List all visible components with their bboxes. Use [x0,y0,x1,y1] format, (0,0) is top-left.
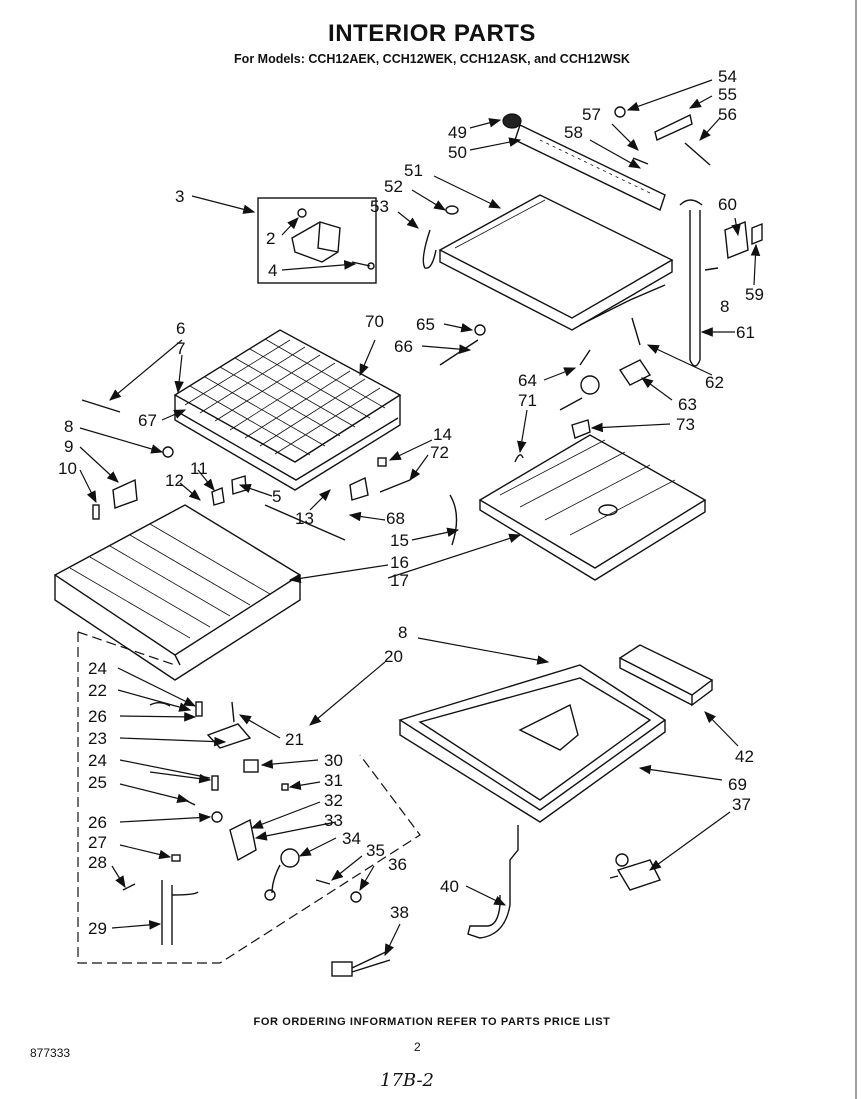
water-valve [609,853,661,891]
page-title: INTERIOR PARTS [328,20,536,47]
callout-11: 11 [190,459,208,478]
callout-56: 56 [718,105,737,124]
callout-8-left: 8 [64,417,73,436]
page-number: 2 [414,1040,421,1054]
control-box-outline [77,631,421,964]
callout-63: 63 [678,395,697,414]
callout-72: 72 [430,443,449,462]
callout-40: 40 [440,877,459,896]
callout-57: 57 [582,105,601,124]
callout-14: 14 [433,425,452,444]
callout-53: 53 [370,197,389,216]
callout-10: 10 [58,459,77,478]
callout-64: 64 [518,371,537,390]
callout-12: 12 [165,471,184,490]
callout-52: 52 [384,177,403,196]
callout-31: 31 [324,771,343,790]
callout-71: 71 [518,391,537,410]
callout-3: 3 [175,187,184,206]
callout-36: 36 [388,855,407,874]
leader-lines [79,79,761,957]
ice-grid [173,329,402,491]
callout-38: 38 [390,903,409,922]
drip-tray [478,434,707,581]
callout-50: 50 [448,143,467,162]
callout-35: 35 [366,841,385,860]
water-basin [398,664,667,823]
callout-25: 25 [88,773,107,792]
callout-9: 9 [64,437,73,456]
callout-32: 32 [324,791,343,810]
callout-5: 5 [272,487,281,506]
callout-62: 62 [705,373,724,392]
callout-28: 28 [88,853,107,872]
ordering-note: FOR ORDERING INFORMATION REFER TO PARTS … [253,1016,611,1028]
callout-73: 73 [676,415,695,434]
callout-68: 68 [386,509,405,528]
callout-51: 51 [404,161,423,180]
callout-29: 29 [88,919,107,938]
callout-67: 67 [138,411,157,430]
callout-58: 58 [564,123,583,142]
document-number: 877333 [30,1046,71,1060]
handwritten-note: 17B-2 [380,1070,434,1091]
callout-16: 16 [390,553,409,572]
callout-8-bottom: 8 [398,623,407,642]
callout-8-right: 8 [720,297,729,316]
callout-13: 13 [295,509,314,528]
callout-27: 27 [88,833,107,852]
upper-right-parts [422,106,719,463]
callout-55: 55 [718,85,737,104]
callout-60: 60 [718,195,737,214]
callout-70: 70 [365,312,384,331]
callout-49: 49 [448,123,467,142]
callout-66: 66 [394,337,413,356]
callout-23: 23 [88,729,107,748]
callout-6: 6 [176,319,185,338]
callout-21: 21 [285,730,304,749]
callout-17: 17 [390,571,409,590]
callout-24-bottom: 24 [88,751,107,770]
water-hose [679,199,763,367]
bracket-assembly-group [257,197,377,284]
drain-hose [467,825,519,939]
callout-33: 33 [324,811,343,830]
callout-69: 69 [728,775,747,794]
callout-65: 65 [416,315,435,334]
model-list: For Models: CCH12AEK, CCH12WEK, CCH12ASK… [234,52,630,66]
callout-26-top: 26 [88,707,107,726]
callout-22: 22 [88,681,107,700]
callout-24-top: 24 [88,659,107,678]
callout-20: 20 [384,647,403,666]
callout-37: 37 [732,795,751,814]
callout-54: 54 [718,67,737,86]
callout-42: 42 [735,747,754,766]
callout-4: 4 [268,261,277,280]
callout-15: 15 [390,531,409,550]
callout-34: 34 [342,829,361,848]
callout-2: 2 [266,229,275,248]
auger-bar [502,113,666,211]
grid-cover-panel [53,504,302,681]
callout-7: 7 [176,339,185,358]
mounting-bracket [618,644,714,707]
callout-59: 59 [745,285,764,304]
callout-26-bottom: 26 [88,813,107,832]
left-side-parts [81,399,458,546]
callout-30: 30 [324,751,343,770]
evaporator-plate [438,194,674,331]
callout-labels: 3 2 4 5 6 7 8 9 10 11 12 13 14 15 16 17 … [58,67,764,938]
callout-61: 61 [736,323,755,342]
